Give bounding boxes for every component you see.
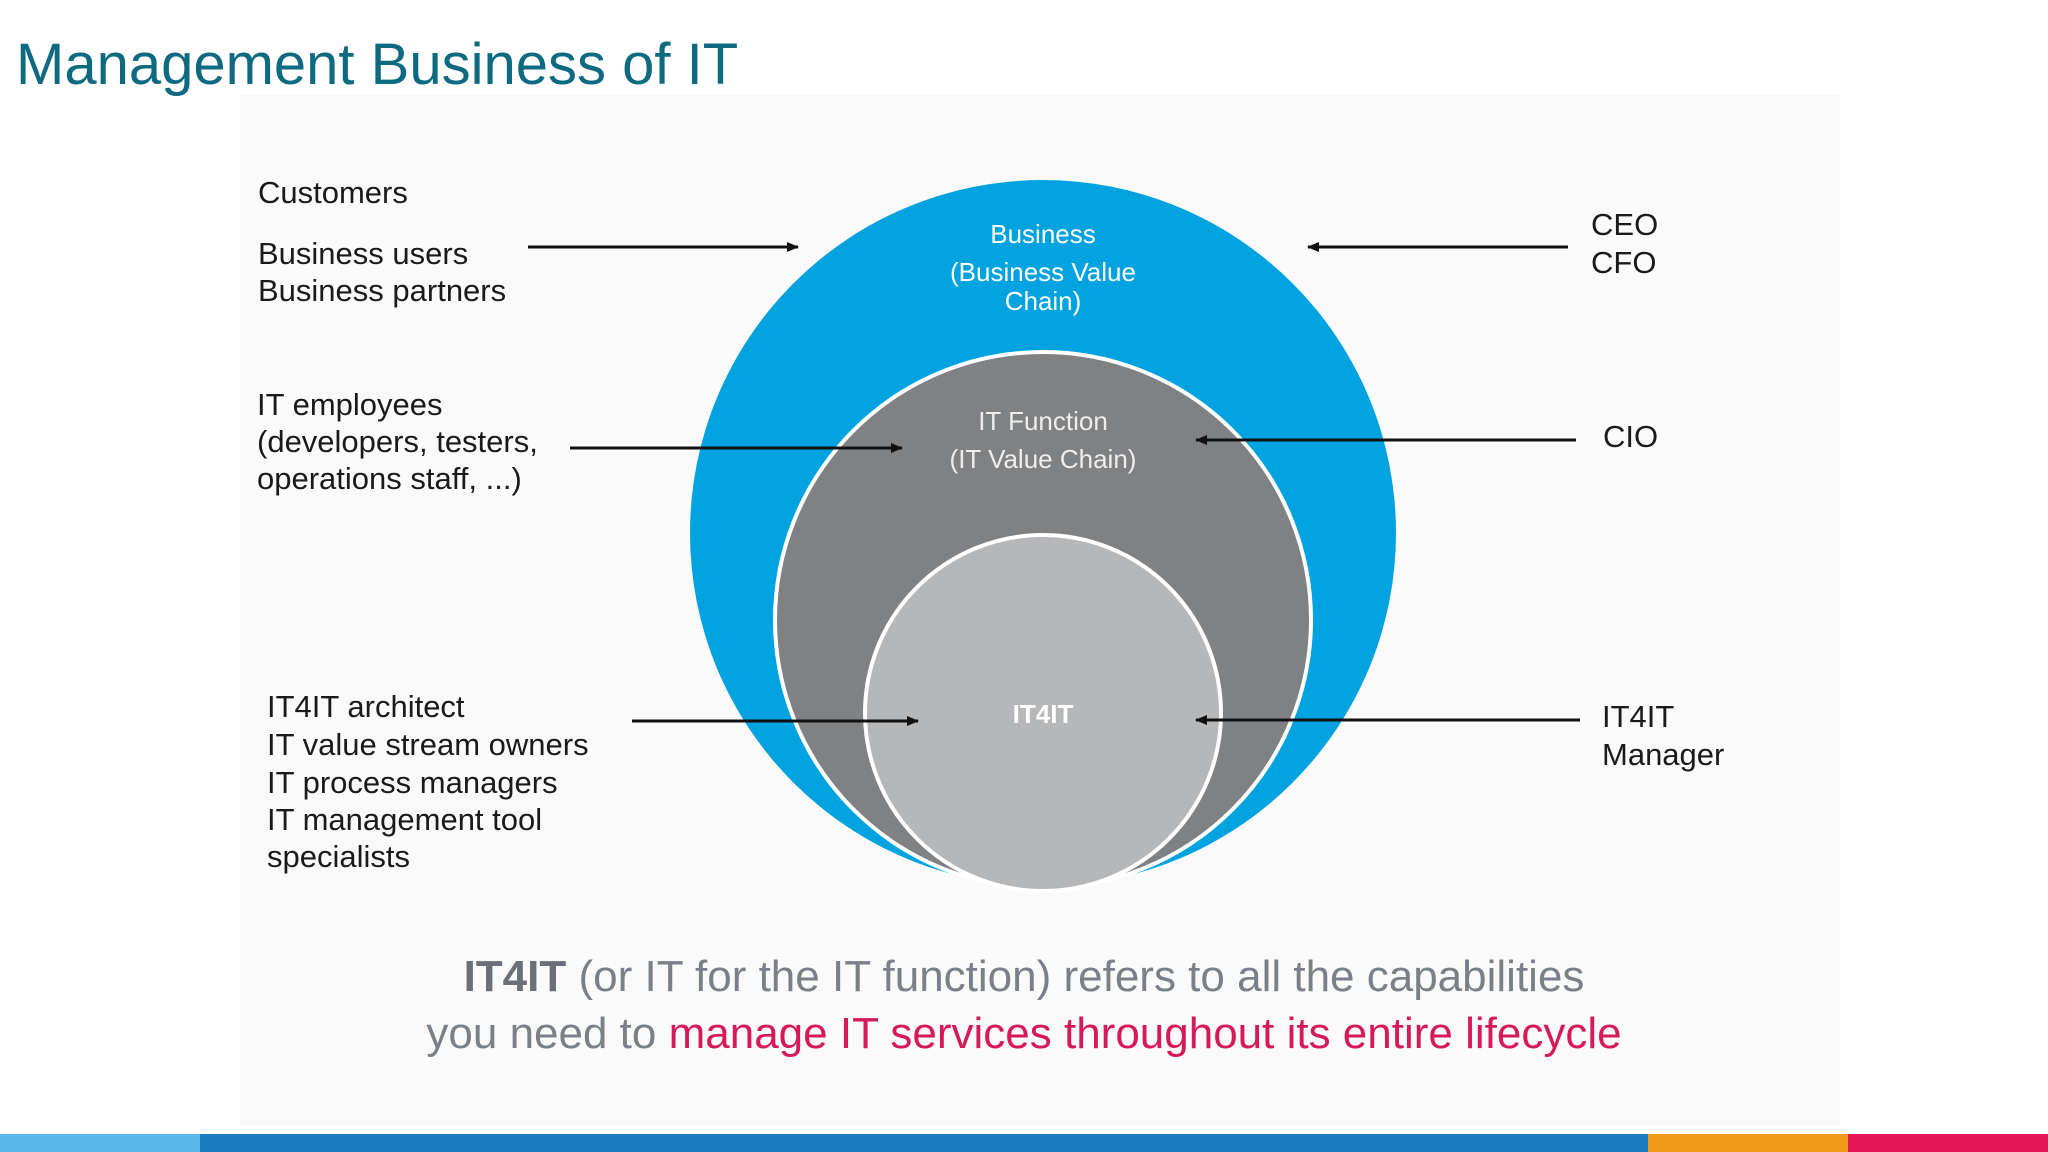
business-circle-label: Business bbox=[990, 219, 1096, 249]
label-business-users: Business users bbox=[258, 236, 468, 271]
label-management-tool: IT management tool bbox=[267, 802, 542, 837]
footer-segment-blue bbox=[200, 1134, 1648, 1152]
label-cio: CIO bbox=[1603, 419, 1658, 454]
caption-line1-rest: (or IT for the IT function) refers to al… bbox=[566, 952, 1585, 1001]
footer-segment-pink bbox=[1848, 1134, 2048, 1152]
label-it-employees-detail: (developers, testers, bbox=[257, 424, 538, 459]
caption-highlight: manage IT services throughout its entire… bbox=[668, 1009, 1622, 1058]
page-title: Management Business of IT bbox=[16, 32, 739, 97]
footer-segment-light-blue bbox=[0, 1134, 200, 1152]
business-circle-sublabel: (Business Value bbox=[950, 257, 1136, 287]
caption-line-2: you need to manage IT services throughou… bbox=[240, 1005, 1808, 1062]
label-customers: Customers bbox=[258, 175, 408, 210]
label-ceo: CEO bbox=[1591, 207, 1658, 242]
label-it4it-architect: IT4IT architect bbox=[267, 689, 465, 724]
caption: IT4IT (or IT for the IT function) refers… bbox=[240, 948, 1808, 1062]
label-it-employees-detail-2: operations staff, ...) bbox=[257, 461, 522, 496]
label-business-partners: Business partners bbox=[258, 273, 506, 308]
it-function-circle-sublabel: (IT Value Chain) bbox=[950, 444, 1137, 474]
caption-line2-start: you need to bbox=[426, 1009, 669, 1058]
it-function-circle-label: IT Function bbox=[978, 406, 1108, 436]
caption-line-1: IT4IT (or IT for the IT function) refers… bbox=[240, 948, 1808, 1005]
footer-segment-orange bbox=[1648, 1134, 1848, 1152]
label-it4it-manager: IT4IT bbox=[1602, 699, 1674, 734]
label-specialists: specialists bbox=[267, 839, 410, 874]
caption-bold: IT4IT bbox=[463, 952, 567, 1001]
business-circle-sublabel-2: Chain) bbox=[1005, 286, 1082, 316]
label-process-managers: IT process managers bbox=[267, 765, 558, 800]
label-it4it-manager-2: Manager bbox=[1602, 737, 1724, 772]
label-value-stream-owners: IT value stream owners bbox=[267, 727, 589, 762]
label-it-employees: IT employees bbox=[257, 387, 443, 422]
right-labels: CEO CFO CIO IT4IT Manager bbox=[1591, 207, 1724, 772]
left-labels: Customers Business users Business partne… bbox=[257, 175, 589, 874]
it4it-circle-label: IT4IT bbox=[1013, 699, 1074, 729]
it4it-circle bbox=[863, 533, 1223, 893]
label-cfo: CFO bbox=[1591, 245, 1656, 280]
footer-color-bar bbox=[0, 1134, 2048, 1152]
